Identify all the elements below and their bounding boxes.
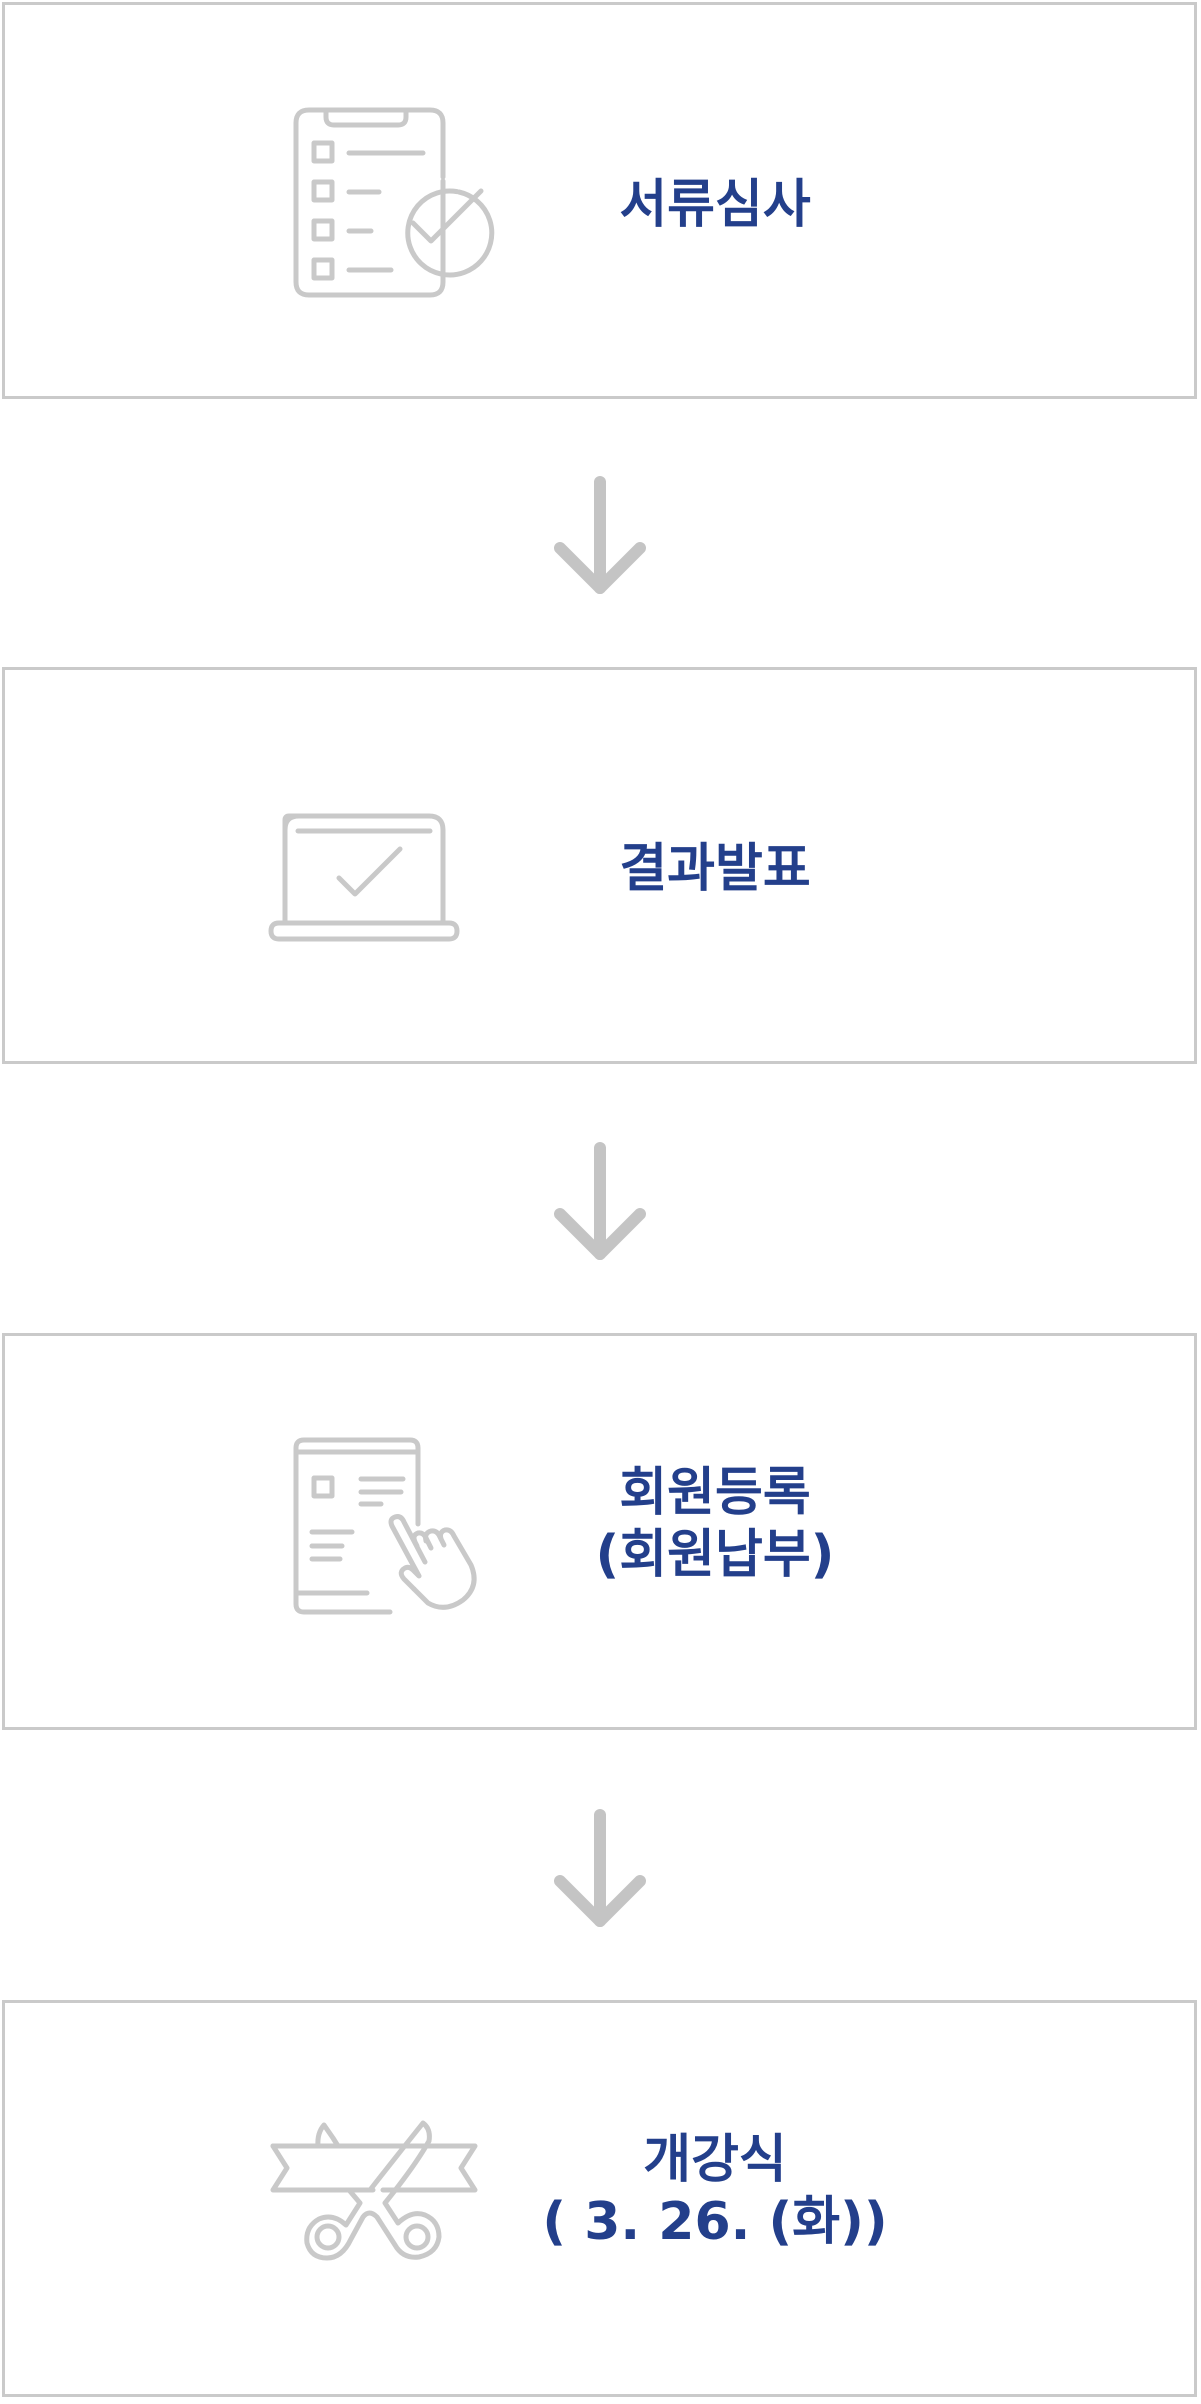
step-label: 회원등록 (회원납부)	[595, 1463, 835, 1585]
step-box-document-review: 서류심사	[2, 2, 1197, 399]
step-box-member-registration: 회원등록 (회원납부)	[2, 1333, 1197, 1730]
step-label: 개강식 ( 3. 26. (화))	[542, 2130, 888, 2252]
step-label: 서류심사	[619, 175, 811, 235]
arrow-down-icon	[554, 476, 646, 594]
step-box-opening-ceremony: 개강식 ( 3. 26. (화))	[2, 2000, 1197, 2397]
arrow-down-icon	[554, 1809, 646, 1927]
step-box-result-announcement: 결과발표	[2, 667, 1197, 1064]
arrow-down-icon	[554, 1142, 646, 1260]
step-label: 결과발표	[619, 839, 811, 899]
